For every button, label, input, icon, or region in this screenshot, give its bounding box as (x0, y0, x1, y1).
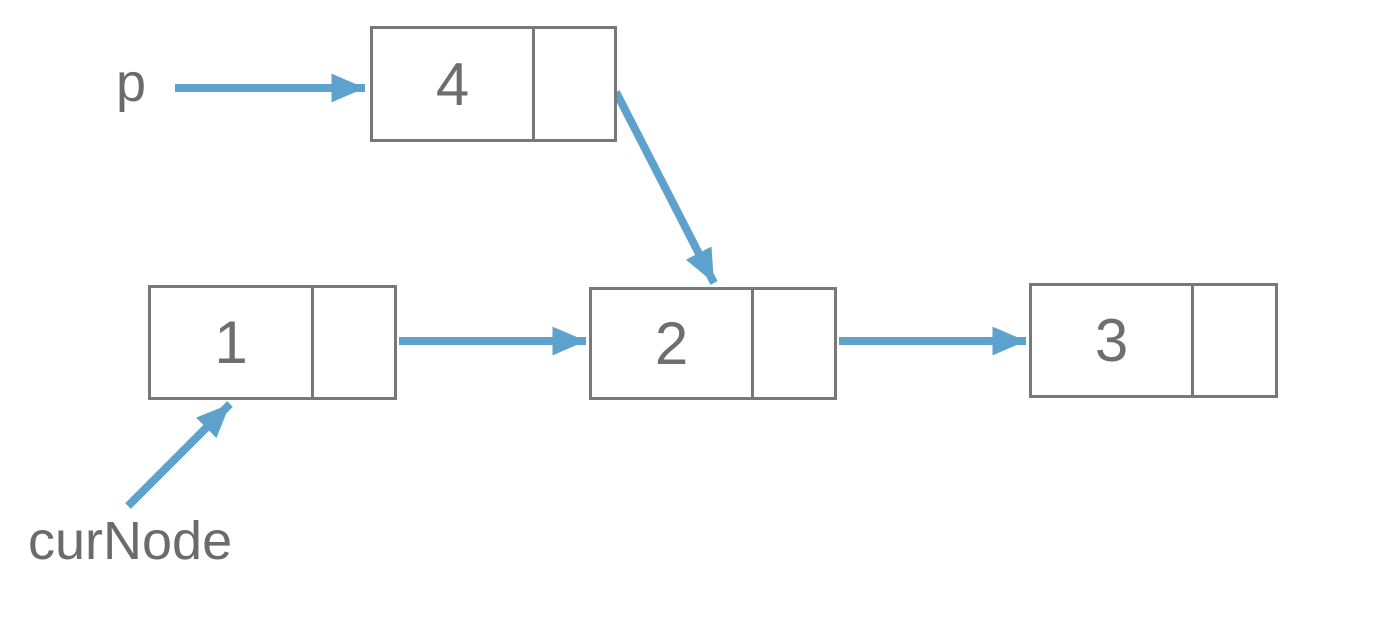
arrow-node4-next-to-node2 (612, 90, 718, 285)
arrow-curnode-to-node1 (125, 401, 233, 509)
node-1-next-cell (314, 288, 394, 397)
pointer-label-p: p (116, 53, 147, 113)
node-3-next-cell (1194, 286, 1275, 395)
node-2: 2 (589, 287, 837, 400)
node-2-value: 2 (592, 290, 754, 397)
node-4-next-cell (535, 29, 614, 139)
pointer-label-curnode: curNode (28, 511, 233, 571)
node-1: 1 (148, 285, 397, 400)
node-3: 3 (1029, 283, 1278, 398)
node-1-value: 1 (151, 288, 314, 397)
node-4-value: 4 (373, 29, 535, 139)
node-3-value: 3 (1032, 286, 1194, 395)
node-4: 4 (370, 26, 617, 142)
node-2-next-cell (754, 290, 834, 397)
